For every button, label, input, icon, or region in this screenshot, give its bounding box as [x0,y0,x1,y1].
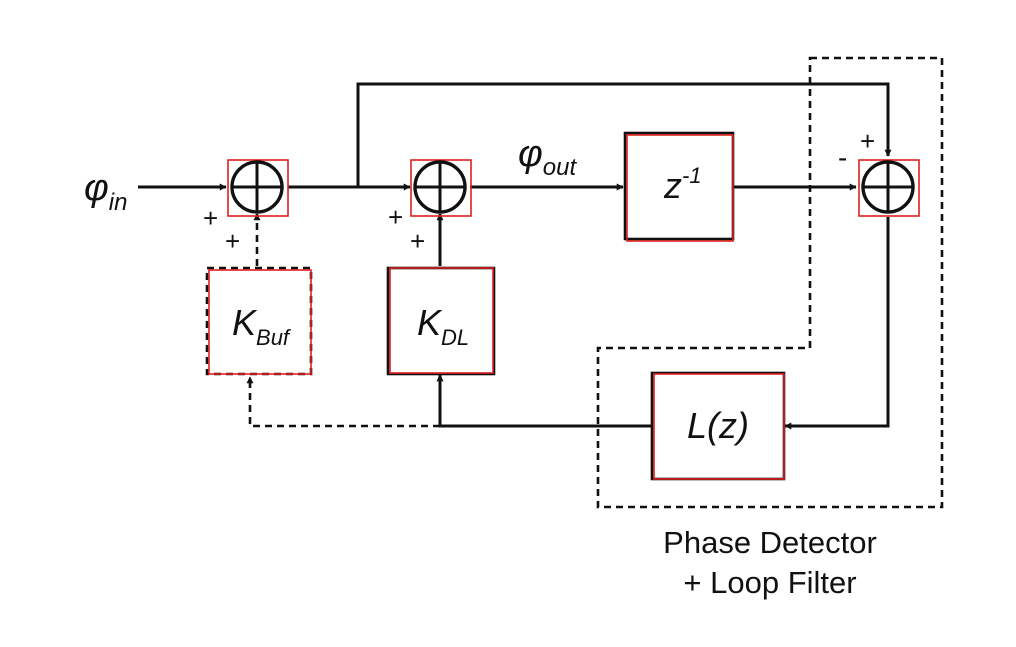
sum2-bottom-sign: + [410,226,425,256]
filter-out-wire [436,374,652,428]
summing-junction-3 [858,159,920,217]
sum3-left-sign: - [838,142,847,173]
phase-detector-region [596,56,944,509]
sum1-bottom-sign: + [225,226,240,256]
kbuf-feed-wire [246,376,440,428]
k-buf-block: KBuf [205,266,313,376]
summing-junction-2 [410,159,472,217]
delay-exponent: -1 [682,163,702,188]
k-dl-block: KDL [386,266,496,376]
k-buf-subscript: Buf [256,325,292,350]
summing-junction-1 [227,159,289,217]
delay-block: z-1 [623,131,735,242]
svg-text:φin: φin [84,167,127,216]
svg-text:KBuf: KBuf [232,302,292,350]
svg-text:φout: φout [518,133,577,181]
region-caption-line-1: Phase Detector [663,525,877,560]
phi-in-subscript: in [109,189,128,216]
region-caption-line-2: + Loop Filter [683,565,857,600]
sum2-left-sign: + [388,202,403,232]
delay-base: z [663,165,682,206]
error-wire [784,217,890,430]
phi-in-symbol: φ [84,167,109,209]
k-dl-subscript: DL [441,325,469,350]
k-dl-base: K [417,302,443,343]
phi-out-subscript: out [543,154,578,181]
sum1-left-sign: + [203,203,218,233]
loop-filter-label: L(z) [687,405,749,446]
feedforward-wire [356,82,892,187]
k-buf-base: K [232,302,258,343]
loop-filter-block: L(z) [650,371,786,481]
svg-text:z-1: z-1 [663,163,702,206]
svg-text:KDL: KDL [417,302,469,350]
phi-out-symbol: φ [518,133,543,175]
sum3-top-sign: + [860,126,875,156]
